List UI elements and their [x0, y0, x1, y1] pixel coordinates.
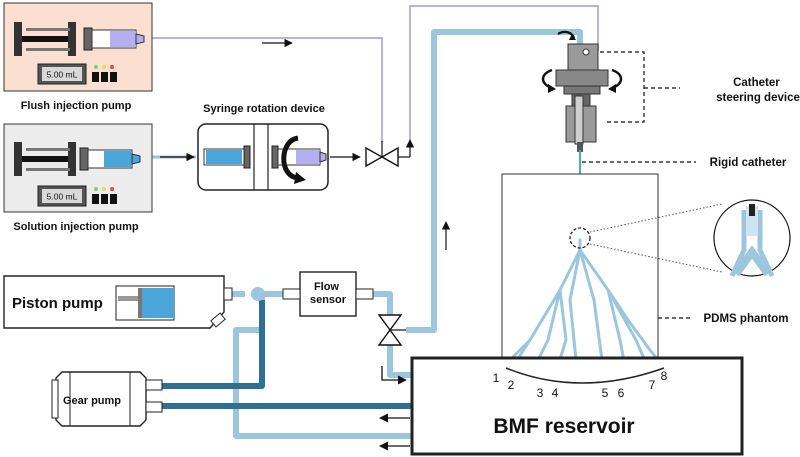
- outlet-number: 8: [661, 369, 668, 383]
- rotation-arrow-icon: [541, 68, 553, 90]
- zoom-inset: [713, 199, 791, 278]
- status-light-yellow: [102, 65, 106, 69]
- status-light-green: [94, 65, 98, 69]
- catheter-steering-device: [541, 30, 680, 152]
- syringe-rotation-device: [197, 123, 329, 191]
- pdms-phantom: [501, 173, 659, 371]
- status-light-green: [94, 187, 98, 191]
- flow-sensor-label-line1: Flow: [314, 281, 339, 293]
- catheter-steering-label-line1: Catheter: [733, 77, 780, 89]
- flush-line: [148, 5, 599, 142]
- zoom-region: [569, 227, 591, 249]
- outlet-arc: [505, 367, 665, 384]
- flush-injection-pump: 5.00 mL: [3, 2, 153, 92]
- outlet-number: 2: [508, 378, 515, 392]
- status-light-yellow: [102, 187, 106, 191]
- status-light-red: [110, 187, 114, 191]
- piston-pump-label: Piston pump: [12, 295, 103, 312]
- gear-pump: [51, 371, 163, 427]
- tube-junction: [251, 287, 265, 301]
- flow-sensor-label: Flow sensor: [310, 281, 347, 306]
- catheter-steering-label: Catheter steering device: [716, 77, 800, 104]
- solution-pump-label: Solution injection pump: [13, 221, 139, 233]
- outlet-number: 1: [493, 371, 500, 385]
- solution-pump-display: 5.00 mL: [47, 192, 78, 202]
- gear-pump-label: Gear pump: [63, 395, 121, 407]
- lower-valve: [377, 314, 406, 346]
- solution-injection-pump: 5.00 mL: [3, 123, 153, 213]
- upper-valve: [365, 139, 415, 168]
- rotation-arrow-icon: [611, 68, 623, 90]
- flush-pump-display: 5.00 mL: [47, 70, 78, 80]
- piston-pump: [3, 275, 233, 329]
- outlet-number: 3: [537, 386, 544, 400]
- flow-sensor: Flow sensor: [282, 271, 374, 317]
- flow-sensor-label-line2: sensor: [310, 294, 347, 306]
- dark-blue-tubing: [162, 300, 412, 409]
- bmf-reservoir: [410, 356, 744, 456]
- outlet-number: 7: [649, 378, 656, 392]
- flush-pump-label: Flush injection pump: [21, 100, 132, 112]
- rotation-arrow-icon: [281, 135, 299, 181]
- outlet-number: 5: [602, 386, 609, 400]
- syringe-rotation-label: Syringe rotation device: [203, 103, 325, 115]
- bmf-reservoir-label: BMF reservoir: [493, 415, 634, 438]
- vascular-channels: [508, 238, 660, 374]
- rigid-catheter-label: Rigid catheter: [710, 157, 787, 169]
- catheter-steering-label-line2: steering device: [716, 92, 800, 104]
- pdms-phantom-label: PDMS phantom: [704, 313, 789, 325]
- status-light-red: [110, 65, 114, 69]
- outlet-number: 4: [552, 386, 559, 400]
- outlet-number: 6: [618, 386, 625, 400]
